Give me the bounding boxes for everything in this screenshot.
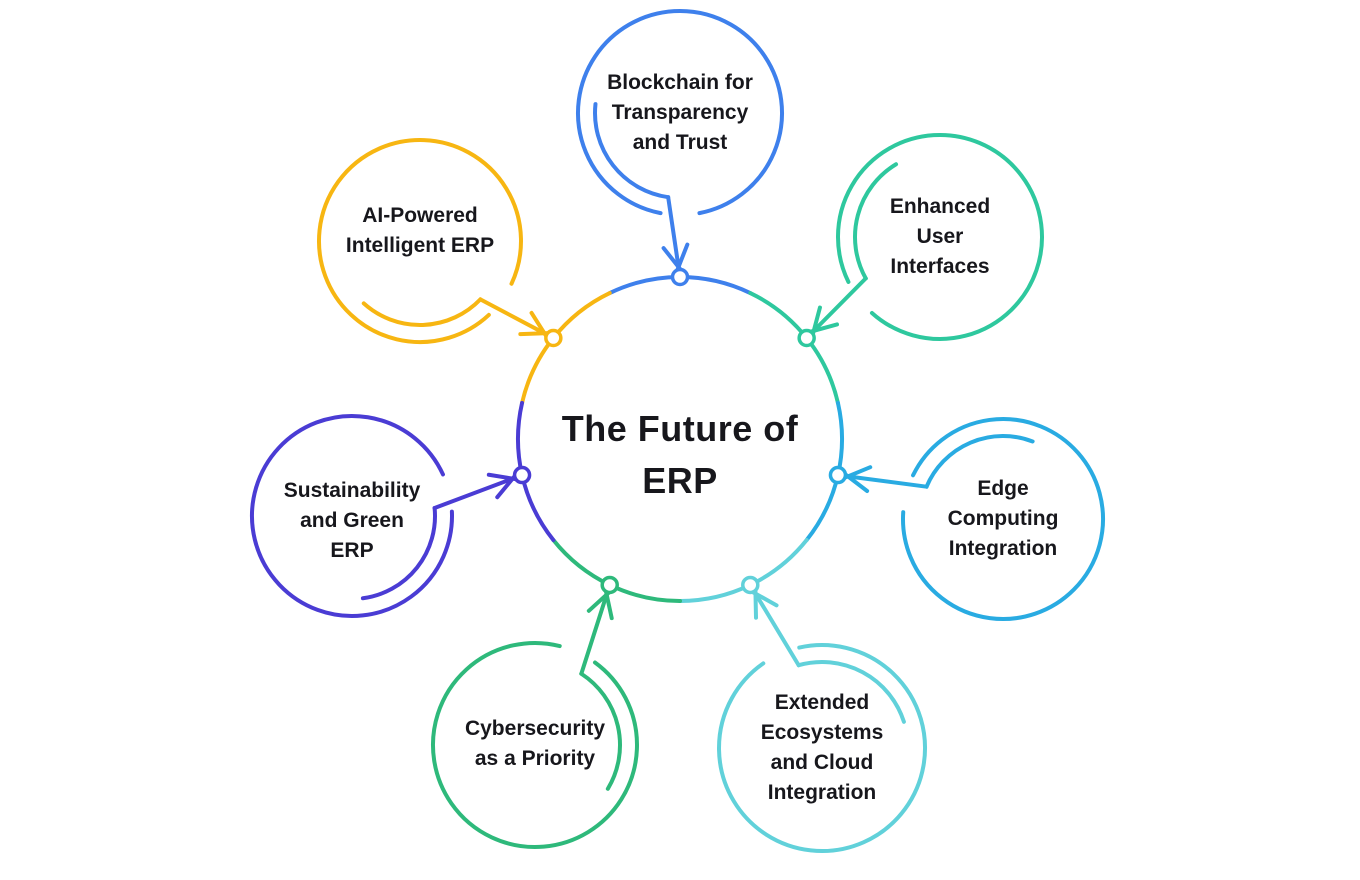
satellite-label-sustainability: Sustainability and Green ERP: [283, 479, 421, 562]
satellite-label-ai-powered: AI-Powered Intelligent ERP: [345, 204, 495, 257]
satellite-swoosh-cybersecurity: [579, 671, 622, 791]
center-ring-segment-extended-ecosystems: [677, 538, 809, 603]
connector-node-edge-computing: [828, 465, 848, 485]
satellite-label-edge-computing: Edge Computing Integration: [947, 477, 1059, 560]
satellite-circle-ai-powered: [317, 138, 523, 345]
satellite-circle-extended-ecosystems: [717, 643, 928, 853]
satellite-swoosh-ai-powered: [361, 297, 483, 327]
satellite-swoosh-sustainability: [360, 505, 437, 601]
satellite-circle-sustainability: [250, 414, 454, 618]
connector-node-cybersecurity: [600, 575, 619, 595]
arrow-shaft-enhanced-user-interfaces: [811, 276, 868, 333]
satellite-circle-cybersecurity: [431, 640, 639, 849]
arrow-shaft-ai-powered: [478, 297, 547, 336]
connector-node-enhanced-user-interfaces: [797, 328, 816, 348]
connector-node-extended-ecosystems: [741, 575, 760, 595]
arrow-shaft-cybersecurity: [579, 592, 609, 676]
satellite-swoosh-edge-computing: [924, 434, 1035, 489]
satellite-label-blockchain: Blockchain for Transparency and Trust: [607, 71, 753, 154]
satellite-label-cybersecurity: Cybersecurity as a Priority: [464, 717, 606, 770]
satellite-swoosh-extended-ecosystems: [796, 660, 906, 724]
satellite-label-extended-ecosystems: Extended Ecosystems and Cloud Integratio…: [760, 691, 884, 804]
satellite-circle-blockchain: [576, 9, 784, 216]
center-ring-segment-cybersecurity: [551, 538, 683, 603]
satellite-label-enhanced-user-interfaces: Enhanced User Interfaces: [889, 195, 991, 278]
satellite-swoosh-blockchain: [593, 102, 671, 200]
satellite-circle-enhanced-user-interfaces: [836, 133, 1044, 341]
connector-node-ai-powered: [544, 328, 563, 348]
arrow-shaft-extended-ecosystems: [753, 591, 801, 668]
central-title: The Future of ERP: [561, 408, 799, 501]
arrow-shaft-sustainability: [432, 476, 515, 510]
satellite-swoosh-enhanced-user-interfaces: [853, 162, 899, 281]
arrow-shaft-blockchain: [666, 195, 681, 270]
center-ring-segment-ai-powered: [520, 291, 612, 405]
satellite-circle-edge-computing: [901, 417, 1105, 621]
connector-node-sustainability: [512, 465, 532, 485]
connector-node-blockchain: [670, 267, 690, 287]
arrow-shaft-edge-computing: [845, 474, 929, 489]
center-ring-segment-enhanced-user-interfaces: [748, 291, 840, 405]
